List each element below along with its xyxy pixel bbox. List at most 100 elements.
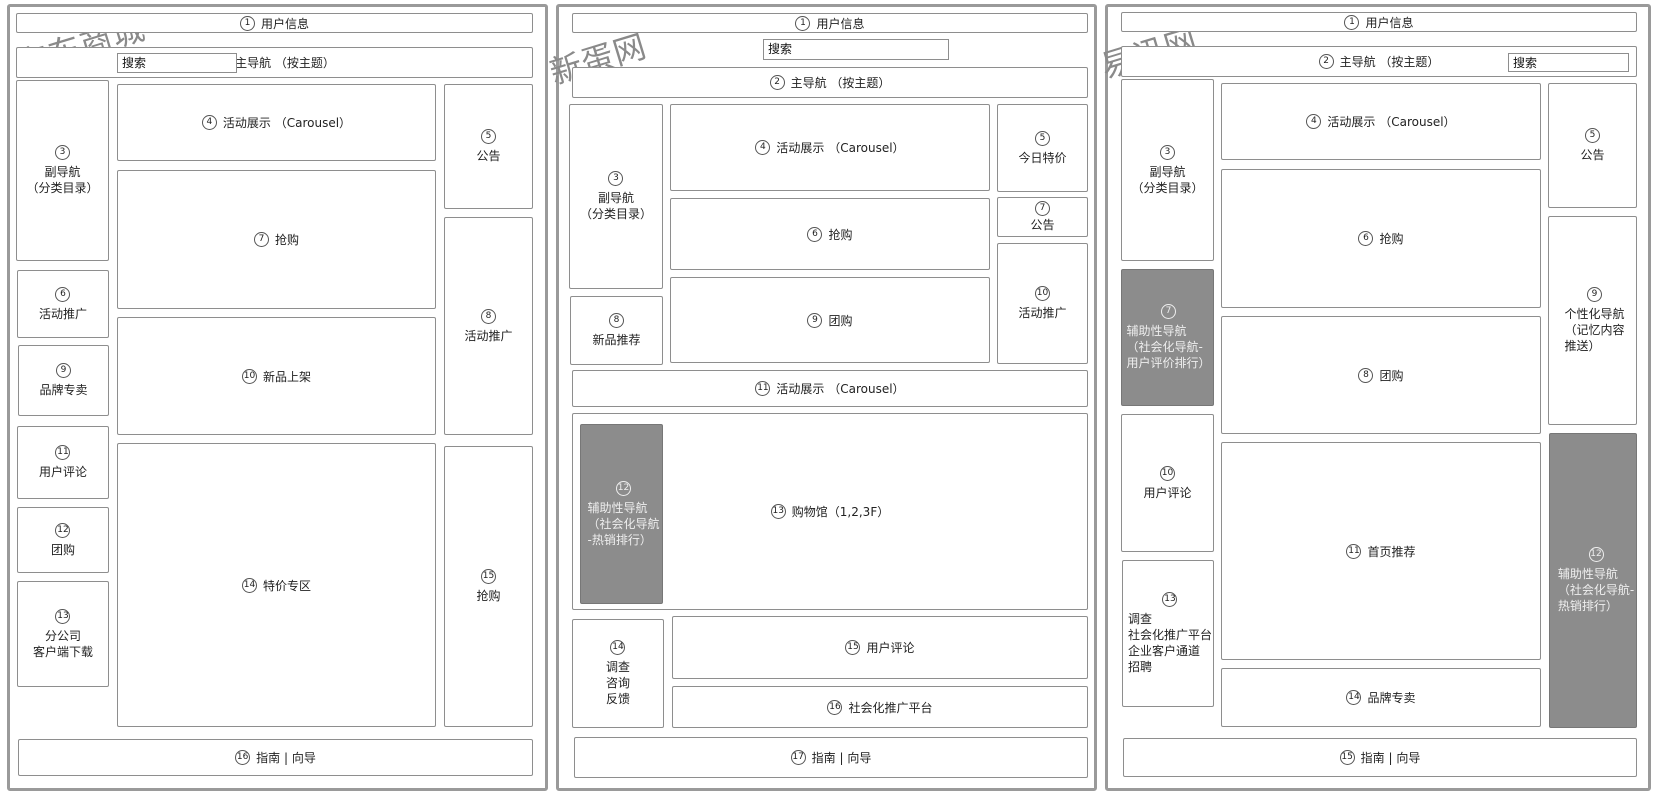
jd-num-5: 5 [480,129,496,144]
jd-label-15: 抢购 [476,589,501,603]
jd-num-12: 12 [55,522,71,538]
newegg-num-16: 16 [827,699,843,715]
icson-num-15: 15 [1339,750,1355,765]
newegg-label-15: 用户评论 [866,641,915,655]
newegg-num-3: 3 [608,171,624,186]
icson-search-input[interactable]: 搜索 [1508,53,1629,72]
newegg-search-input[interactable]: 搜索 [763,39,949,60]
newegg-num-2: 2 [769,75,785,90]
icson-label-1: 用户信息 [1365,15,1414,30]
newegg-num-13: 13 [770,504,786,519]
icson-label-7: 辅助性导航 （社会化导航- 用户评价排行） [1126,324,1211,370]
icson-aux-nav-review: 7 辅助性导航 （社会化导航- 用户评价排行） [1121,269,1214,406]
newegg-label-8: 新品推荐 [592,333,641,347]
icson-label-15: 指南 | 向导 [1360,751,1421,765]
newegg-num-5: 5 [1034,130,1050,146]
icson-num-2: 2 [1318,54,1334,69]
icson-num-13: 13 [1162,592,1178,607]
newegg-label-2: 主导航 （按主题） [790,76,891,90]
newegg-user-reviews: 15 用户评论 [672,616,1088,679]
jd-num-1: 1 [239,15,255,31]
jd-num-3: 3 [54,145,70,160]
newegg-label-11: 活动展示 （Carousel） [776,382,905,396]
newegg-label-12: 辅助性导航 （社会化导航 -热销排行） [587,500,660,547]
icson-num-1: 1 [1344,14,1360,30]
jd-label-14: 特价专区 [262,578,311,593]
newegg-num-10: 10 [1034,286,1050,301]
jd-label-10: 新品上架 [262,369,311,384]
jd-label-1: 用户信息 [260,16,309,31]
newegg-num-6: 6 [807,226,823,242]
icson-guide: 15 指南 | 向导 [1123,738,1637,777]
jd-label-7: 抢购 [274,233,299,247]
jd-label-2: 主导航 （按主题） [235,56,335,70]
jd-branch-download: 13 分公司 客户端下载 [17,581,109,687]
icson-num-10: 10 [1159,465,1175,481]
newegg-sub-nav: 3 副导航 （分类目录） [569,104,663,289]
newegg-label-3: 副导航 （分类目录） [579,191,652,221]
jd-num-13: 13 [55,608,71,624]
newegg-label-16: 社会化推广平台 [848,700,933,715]
newegg-num-11: 11 [755,381,771,396]
newegg-label-13: 购物馆（1,2,3F） [791,505,890,519]
icson-label-6: 抢购 [1379,232,1404,246]
jd-search-input[interactable]: 搜索 [117,53,237,73]
icson-num-4: 4 [1306,114,1322,129]
icson-aux-nav-hot: 12 辅助性导航 （社会化导航- 热销排行） [1549,433,1637,728]
newegg-label-5: 今日特价 [1018,150,1067,165]
icson-label-5: 公告 [1580,148,1605,162]
newegg-num-15: 15 [845,640,861,655]
icson-user-info: 1 用户信息 [1121,12,1637,32]
newegg-num-7: 7 [1034,201,1050,216]
jd-num-4: 4 [201,115,217,130]
icson-sub-nav: 3 副导航 （分类目录） [1121,79,1214,261]
icson-label-8: 团购 [1379,368,1404,383]
newegg-aux-nav-hot: 12 辅助性导航 （社会化导航 -热销排行） [580,424,663,604]
icson-num-12: 12 [1588,547,1604,562]
icson-label-10: 用户评论 [1143,485,1192,500]
icson-num-3: 3 [1159,144,1175,160]
jd-carousel: 4 活动展示 （Carousel） [117,84,436,161]
icson-label-3: 副导航 （分类目录） [1131,164,1204,195]
icson-label-14: 品牌专卖 [1367,691,1416,705]
jd-label-11: 用户评论 [38,465,87,479]
newegg-carousel: 4 活动展示 （Carousel） [670,104,990,191]
jd-label-6: 活动推广 [38,306,87,321]
icson-user-reviews: 10 用户评论 [1121,414,1214,552]
icson-num-7: 7 [1160,304,1176,319]
icson-num-6: 6 [1358,231,1374,246]
jd-num-10: 10 [241,368,257,384]
newegg-num-4: 4 [755,140,771,155]
newegg-social-platform: 16 社会化推广平台 [672,686,1088,728]
jd-group-buy: 12 团购 [17,507,109,573]
icson-label-11: 首页推荐 [1367,544,1416,559]
newegg-num-17: 17 [790,750,806,765]
newegg-num-12: 12 [615,480,631,496]
jd-new-arrivals: 10 新品上架 [117,317,436,435]
jd-label-13: 分公司 客户端下载 [32,628,93,659]
newegg-label-4: 活动展示 （Carousel） [776,141,905,155]
jd-label-12: 团购 [50,542,75,557]
jd-label-4: 活动展示 （Carousel） [222,116,352,130]
icson-label-12: 辅助性导航 （社会化导航- 热销排行） [1557,567,1635,613]
newegg-label-10: 活动推广 [1018,306,1067,320]
newegg-promo: 10 活动推广 [997,243,1088,364]
icson-label-2: 主导航 （按主题） [1339,55,1440,69]
